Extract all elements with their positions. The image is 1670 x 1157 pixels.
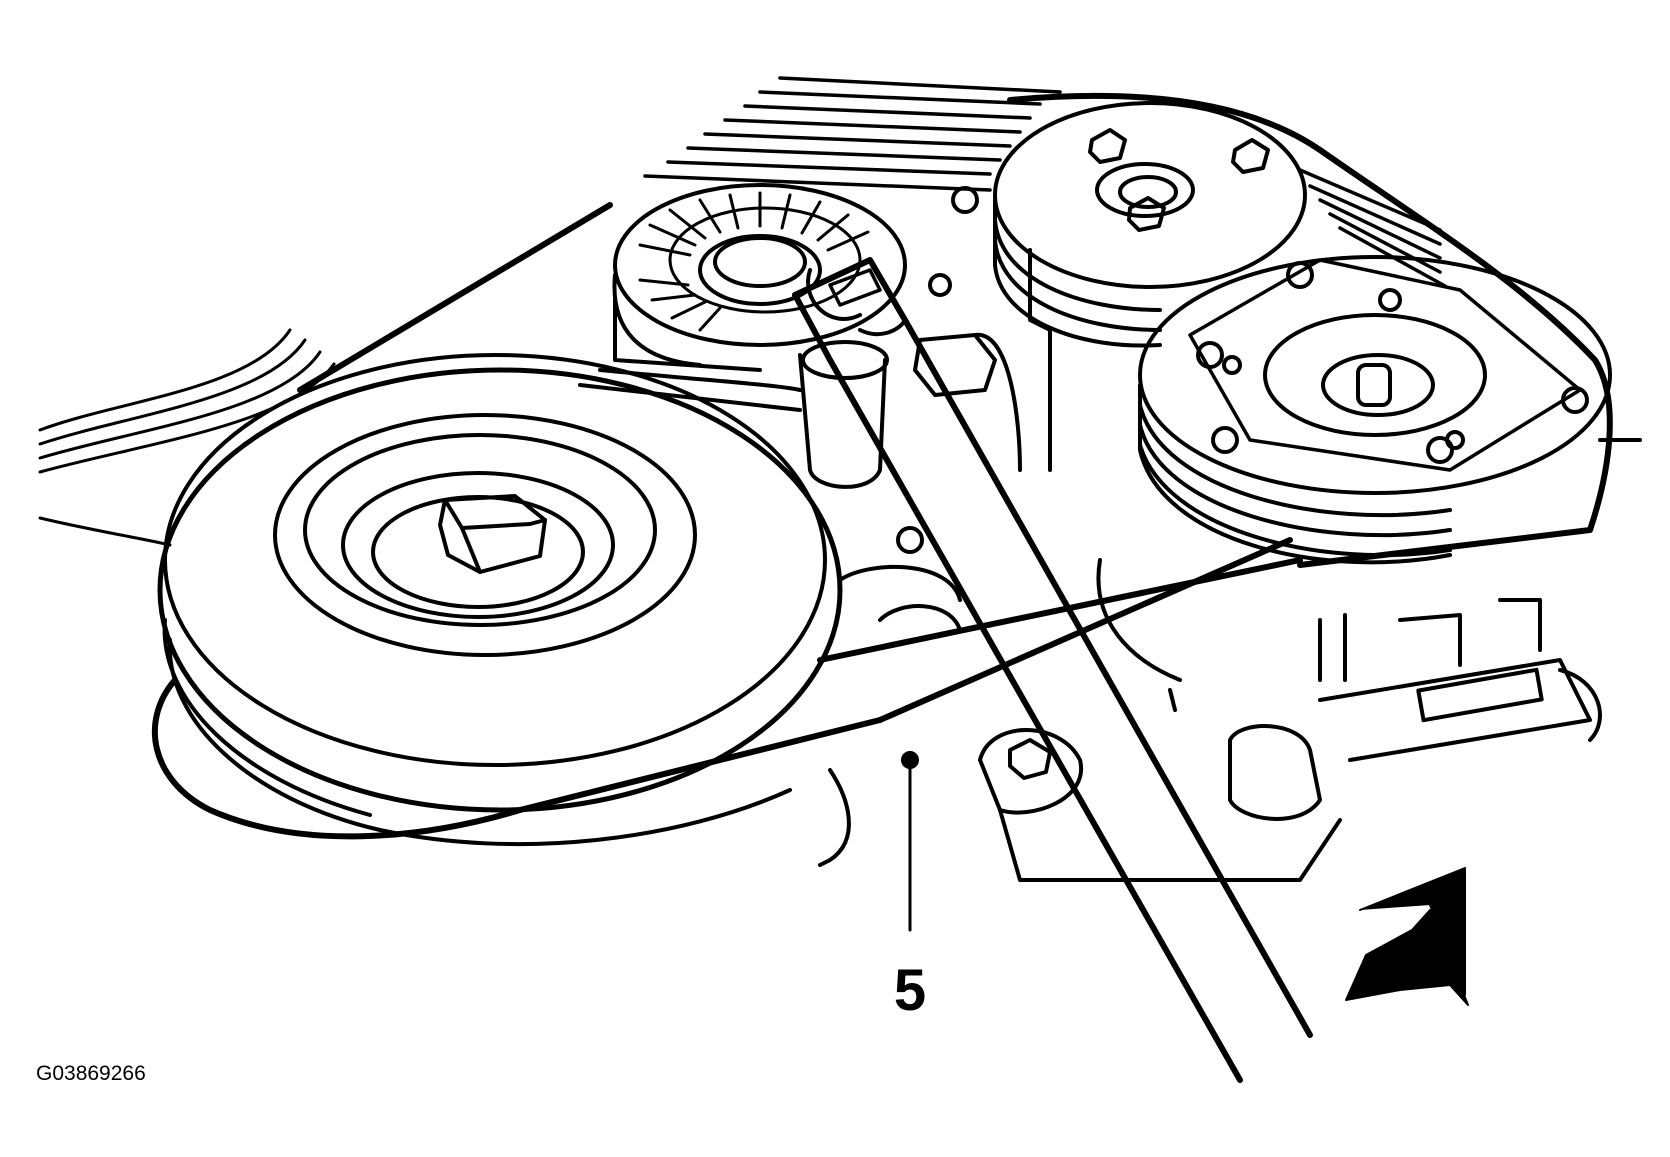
crankshaft-pulley [157,353,843,847]
tensioner-body [578,186,1022,632]
tensioner-wrench-tool[interactable] [792,257,1313,1083]
power-steering-pulley [1138,255,1612,565]
callout-5: 5 [894,751,926,1023]
serpentine-belt [151,92,1613,840]
ac-bolt-icon [1127,196,1166,232]
ac-bolt-icon [1231,138,1270,174]
ac-compressor-pulley [993,101,1307,472]
engine-cooling-fins [643,76,1447,288]
callout-label: 5 [894,958,926,1023]
crank-bolt-icon [438,494,547,574]
lower-bracket [818,438,1642,882]
arrow-icon [1359,867,1466,996]
arrow-icon [1345,909,1469,1006]
tensioner-pulley [612,183,907,372]
ac-bolt-icon [1088,128,1127,164]
engine-background-arcs [38,328,336,547]
figure-id: G03869266 [36,1062,146,1085]
bracket-bolt-icon [1008,738,1052,780]
